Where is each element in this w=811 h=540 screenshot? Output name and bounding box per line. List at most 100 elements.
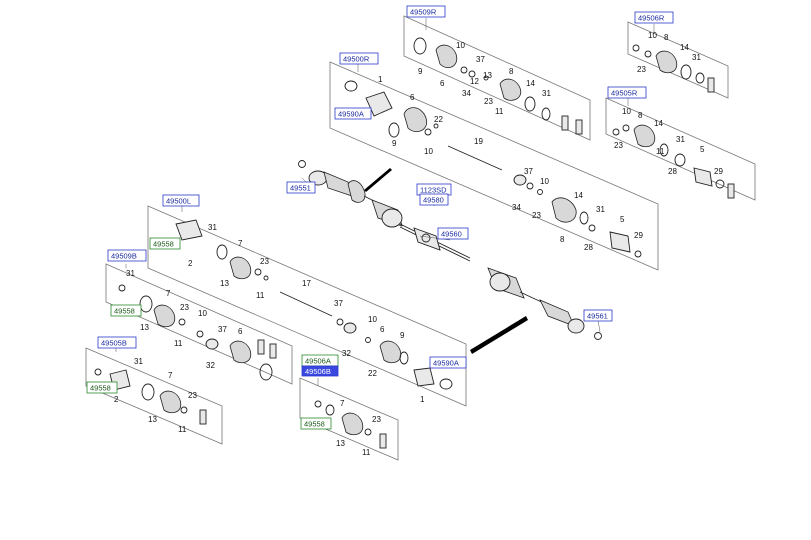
- ref-49505R[interactable]: 49505R: [607, 86, 647, 99]
- ref-49558-d[interactable]: 49558: [300, 417, 332, 430]
- ref-49506B-text: 49506B: [305, 367, 331, 376]
- part-number: 22: [368, 369, 377, 378]
- part-number: 5: [700, 145, 705, 154]
- part-number: 34: [462, 89, 471, 98]
- parts-49505B: [94, 368, 207, 425]
- ref-49506B-selected[interactable]: 49506B: [301, 365, 339, 377]
- part-number: 31: [126, 269, 135, 278]
- ref-49558-b-text: 49558: [114, 307, 135, 316]
- ref-49560[interactable]: 49560: [437, 227, 469, 240]
- part-number: 23: [188, 391, 197, 400]
- part-number: 31: [542, 89, 551, 98]
- ref-49558-a[interactable]: 49558: [149, 237, 181, 250]
- part-number: 22: [434, 115, 443, 124]
- part-number: 8: [560, 235, 565, 244]
- part-numbers: 10 37 8 14 31 9 6 34 23 11 12 13 10 8 14…: [114, 31, 723, 457]
- ref-49561[interactable]: 49561: [583, 309, 613, 322]
- part-number: 6: [440, 79, 445, 88]
- part-number: 23: [614, 141, 623, 150]
- parts-49506A: [314, 400, 387, 449]
- ref-1123SD[interactable]: 1123SD: [416, 183, 452, 196]
- part-number: 14: [680, 43, 689, 52]
- part-number: 9: [400, 331, 405, 340]
- ref-49506R-text: 49506R: [638, 14, 665, 23]
- ref-49509B-text: 49509B: [111, 252, 137, 261]
- part-number: 10: [622, 107, 631, 116]
- ref-49551[interactable]: 49551: [286, 181, 316, 194]
- part-number: 19: [474, 137, 483, 146]
- ref-49500R[interactable]: 49500R: [339, 52, 379, 65]
- parts-49509R: [413, 37, 583, 135]
- part-number: 6: [380, 325, 385, 334]
- panel-49506R: [627, 21, 729, 99]
- parts-49506R: [632, 44, 715, 93]
- part-number: 37: [218, 325, 227, 334]
- ref-49558-c[interactable]: 49558: [86, 381, 118, 394]
- part-number: 13: [148, 415, 157, 424]
- part-number: 10: [424, 147, 433, 156]
- ref-49506A[interactable]: 49506A: [301, 354, 339, 367]
- parts-49500R: [344, 80, 642, 258]
- part-number: 8: [664, 33, 669, 42]
- part-number: 11: [362, 448, 371, 457]
- ref-49506R[interactable]: 49506R: [634, 11, 674, 24]
- main-shaft-assembly: [298, 160, 602, 354]
- ref-49590A-lower[interactable]: 49590A: [429, 356, 467, 369]
- ref-49509R[interactable]: 49509R: [406, 5, 446, 18]
- part-number: 11: [174, 339, 183, 348]
- parts-49505R: [612, 124, 735, 199]
- part-number: 7: [340, 399, 345, 408]
- ref-49509B[interactable]: 49509B: [107, 249, 147, 262]
- part-number: 8: [509, 67, 514, 76]
- ref-49558-a-text: 49558: [153, 240, 174, 249]
- part-number: 8: [638, 111, 643, 120]
- parts-49509B: [118, 284, 277, 381]
- part-number: 31: [676, 135, 685, 144]
- ref-49558-c-text: 49558: [90, 384, 111, 393]
- ref-49561-text: 49561: [587, 312, 608, 321]
- part-number: 10: [456, 41, 465, 50]
- ref-49505R-text: 49505R: [611, 89, 638, 98]
- part-number: 7: [166, 289, 171, 298]
- ref-49500L[interactable]: 49500L: [162, 194, 200, 207]
- ref-49590A-upper-text: 49590A: [338, 110, 364, 119]
- part-number: 7: [168, 371, 173, 380]
- panel-49505B: [85, 347, 223, 445]
- panel-49500R: [329, 61, 659, 271]
- ref-49506A-text: 49506A: [305, 357, 331, 366]
- ref-49558-b[interactable]: 49558: [110, 304, 142, 317]
- panel-49506A: [299, 377, 399, 461]
- part-number: 37: [334, 299, 343, 308]
- part-number: 37: [524, 167, 533, 176]
- part-number: 31: [208, 223, 217, 232]
- part-number: 23: [484, 97, 493, 106]
- part-number: 14: [526, 79, 535, 88]
- part-number: 1: [420, 395, 425, 404]
- part-number: 29: [714, 167, 723, 176]
- part-number: 28: [584, 243, 593, 252]
- part-number: 34: [512, 203, 521, 212]
- ref-49500L-text: 49500L: [166, 197, 191, 206]
- ref-1123SD-text: 1123SD: [420, 186, 447, 195]
- ref-49560-text: 49560: [441, 230, 462, 239]
- part-number: 10: [540, 177, 549, 186]
- ref-49580-text: 49580: [423, 196, 444, 205]
- part-number: 11: [656, 147, 665, 156]
- panel-49509R: [403, 15, 591, 141]
- part-number: 10: [368, 315, 377, 324]
- ref-49580[interactable]: 49580: [419, 193, 449, 206]
- part-number: 13: [483, 71, 492, 80]
- part-number: 9: [418, 67, 423, 76]
- ref-49505B[interactable]: 49505B: [97, 336, 137, 349]
- part-number: 2: [114, 395, 119, 404]
- ref-49590A-upper[interactable]: 49590A: [334, 107, 372, 120]
- panel-49509B: [105, 263, 293, 385]
- parts-49500L: [175, 219, 453, 390]
- part-number: 23: [637, 65, 646, 74]
- part-number: 37: [476, 55, 485, 64]
- part-number: 10: [648, 31, 657, 40]
- ref-49509R-text: 49509R: [410, 8, 437, 17]
- part-number: 23: [372, 415, 381, 424]
- part-number: 12: [470, 77, 479, 86]
